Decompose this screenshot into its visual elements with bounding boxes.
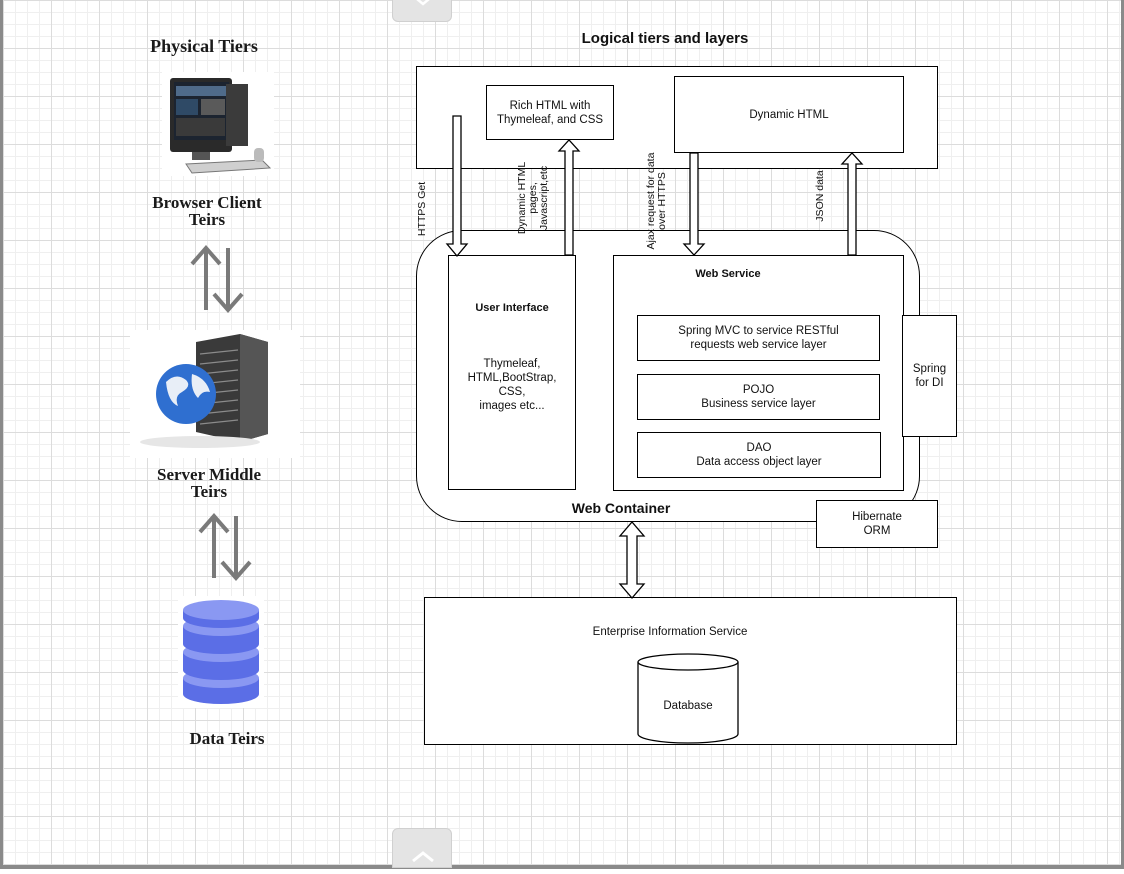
- spring-mvc-box: Spring MVC to service RESTful requests w…: [637, 315, 880, 361]
- rich-html-box: Rich HTML with Thymeleaf, and CSS: [486, 85, 614, 140]
- web-service-title: Web Service: [695, 268, 761, 280]
- eis-label: Enterprise Information Service: [592, 626, 748, 638]
- physical-tiers-title: Physical Tiers: [150, 36, 258, 56]
- https-get-arrow: [445, 115, 469, 258]
- container-eis-arrow: [618, 521, 646, 599]
- up-down-arrows-icon: [198, 512, 252, 582]
- pojo-box: POJO Business service layer: [637, 374, 880, 420]
- dynamic-html-box: Dynamic HTML: [674, 76, 904, 153]
- desktop-computer-icon: [162, 72, 274, 176]
- server-middle-label: Server Middle Teirs: [156, 465, 262, 501]
- user-interface-box: [448, 255, 576, 490]
- dao-box: DAO Data access object layer: [637, 432, 881, 478]
- user-interface-title: User Interface: [475, 302, 549, 314]
- user-interface-body: Thymeleaf, HTML,BootStrap, CSS, images e…: [467, 358, 557, 412]
- browser-client-label: Browser Client Teirs: [152, 193, 262, 229]
- chevron-down-icon: [416, 0, 430, 6]
- scroll-up-tab[interactable]: [392, 0, 452, 22]
- diagram-title: Logical tiers and layers: [581, 30, 749, 47]
- data-tiers-label: Data Teirs: [189, 729, 265, 748]
- database-cylinder: [637, 653, 739, 744]
- web-container-label: Web Container: [571, 500, 671, 516]
- database-label: Database: [663, 700, 713, 712]
- database-stack-icon: [178, 596, 264, 708]
- ajax-request-arrow: [682, 152, 706, 256]
- server-globe-icon: [130, 330, 300, 458]
- hibernate-orm-box: Hibernate ORM: [816, 500, 938, 548]
- json-data-label: JSON data: [814, 170, 826, 222]
- chevron-up-icon: [412, 851, 434, 863]
- scroll-down-tab[interactable]: [392, 828, 452, 868]
- dynamic-pages-label: Dynamic HTML pages, Javascript,etc: [516, 161, 550, 235]
- up-down-arrows-icon: [190, 244, 244, 314]
- json-data-arrow: [840, 152, 864, 256]
- spring-di-box: Spring for DI: [902, 315, 957, 437]
- https-get-label: HTTPS Get: [416, 181, 428, 237]
- dynamic-pages-arrow: [557, 139, 581, 256]
- ajax-request-label: Ajax request for data over HTTPS: [645, 152, 668, 250]
